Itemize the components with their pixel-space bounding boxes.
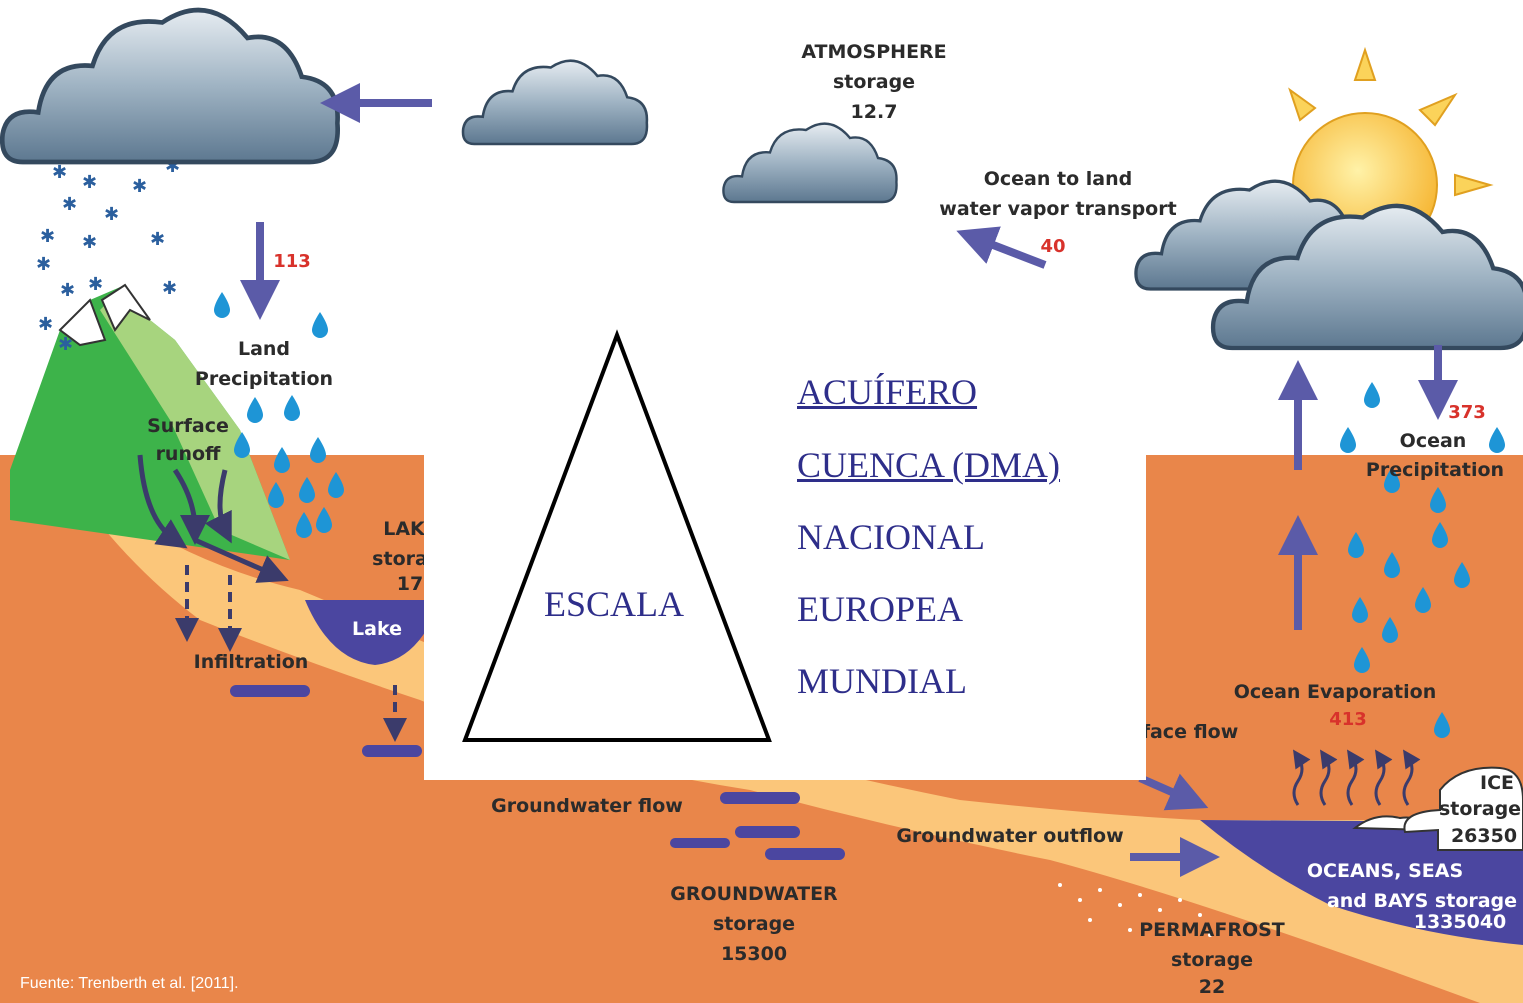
permafrost-title: PERMAFROST (1139, 919, 1285, 941)
atmosphere-storage-label: storage (833, 71, 915, 93)
scale-level-european: EUROPEA (797, 589, 964, 629)
land-precip-label-1: Land (238, 338, 290, 360)
svg-text:✱: ✱ (38, 314, 53, 335)
lake-storage-value: 17 (397, 573, 423, 595)
scale-label: ESCALA (543, 584, 684, 624)
lake-water (305, 600, 440, 665)
svg-text:✱: ✱ (82, 172, 97, 193)
groundwater-flow-label: Groundwater flow (491, 795, 683, 817)
svg-text:✱: ✱ (82, 232, 97, 253)
ice-title: ICE (1480, 772, 1514, 794)
atmosphere-storage-value: 12.7 (851, 101, 898, 123)
permafrost-storage-value: 22 (1199, 976, 1225, 998)
oceans-storage-value: 1335040 (1414, 911, 1507, 933)
oceans-storage-label: and BAYS storage (1327, 890, 1517, 912)
svg-text:✱: ✱ (58, 334, 73, 355)
groundwater-storage-value: 15300 (721, 943, 787, 965)
scale-panel: ESCALA ACUÍFERO CUENCA (DMA) NACIONAL EU… (424, 313, 1146, 780)
scale-level-national: NACIONAL (797, 517, 985, 557)
source-caption: Fuente: Trenberth et al. [2011]. (20, 975, 239, 992)
scale-level-world: MUNDIAL (797, 661, 967, 701)
scale-level-aquifer[interactable]: ACUÍFERO (797, 372, 978, 412)
surface-flow-arrow (1138, 773, 1209, 811)
ocean-evaporation-label: Ocean Evaporation (1234, 681, 1436, 703)
ocean-precip-label-2: Precipitation (1366, 459, 1504, 481)
svg-text:✱: ✱ (104, 204, 119, 225)
svg-text:✱: ✱ (60, 280, 75, 301)
svg-text:✱: ✱ (40, 226, 55, 247)
ice-storage-label: storage (1439, 798, 1521, 820)
svg-text:✱: ✱ (88, 274, 103, 295)
ocean-evaporation-value: 413 (1329, 709, 1367, 730)
ocean-to-land-value: 40 (1040, 236, 1065, 257)
land-precip-value: 113 (273, 251, 311, 272)
svg-text:✱: ✱ (36, 254, 51, 275)
lake-storage-label-2: stora (372, 548, 428, 570)
oceans-title: OCEANS, SEAS (1307, 860, 1463, 882)
svg-text:✱: ✱ (150, 229, 165, 250)
surface-flow-label: face flow (1142, 721, 1239, 743)
svg-text:✱: ✱ (132, 176, 147, 197)
permafrost-storage-label: storage (1171, 949, 1253, 971)
surface-runoff-label-1: Surface (147, 415, 229, 437)
snow-icons: ✱✱✱✱ ✱✱✱✱ ✱✱✱✱ ✱✱✱ (36, 156, 180, 355)
lake-storage-label-1: LAK (383, 518, 426, 540)
ocean-to-land-label-2: water vapor transport (939, 198, 1176, 220)
ice-storage-value: 26350 (1451, 825, 1517, 847)
ocean-precip-value: 373 (1448, 402, 1486, 423)
groundwater-outflow-label: Groundwater outflow (896, 825, 1123, 847)
svg-text:✱: ✱ (62, 194, 77, 215)
vapor-transport-arrow (956, 226, 1047, 269)
surface-runoff-label-2: runoff (156, 443, 221, 465)
groundwater-title: GROUNDWATER (670, 883, 838, 905)
aquifer-layer (60, 470, 1523, 1003)
svg-text:✱: ✱ (52, 162, 67, 183)
scale-level-basin[interactable]: CUENCA (DMA) (797, 445, 1061, 485)
atmosphere-title: ATMOSPHERE (801, 41, 946, 63)
groundwater-storage-label: storage (713, 913, 795, 935)
land-precip-label-2: Precipitation (195, 368, 333, 390)
ocean-to-land-label-1: Ocean to land (984, 168, 1132, 190)
svg-text:✱: ✱ (162, 278, 177, 299)
infiltration-label: Infiltration (194, 651, 309, 673)
ocean-precip-label-1: Ocean (1400, 430, 1467, 452)
ocean (1200, 820, 1523, 945)
scale-triangle (462, 329, 772, 742)
lake-label: Lake (352, 618, 402, 640)
